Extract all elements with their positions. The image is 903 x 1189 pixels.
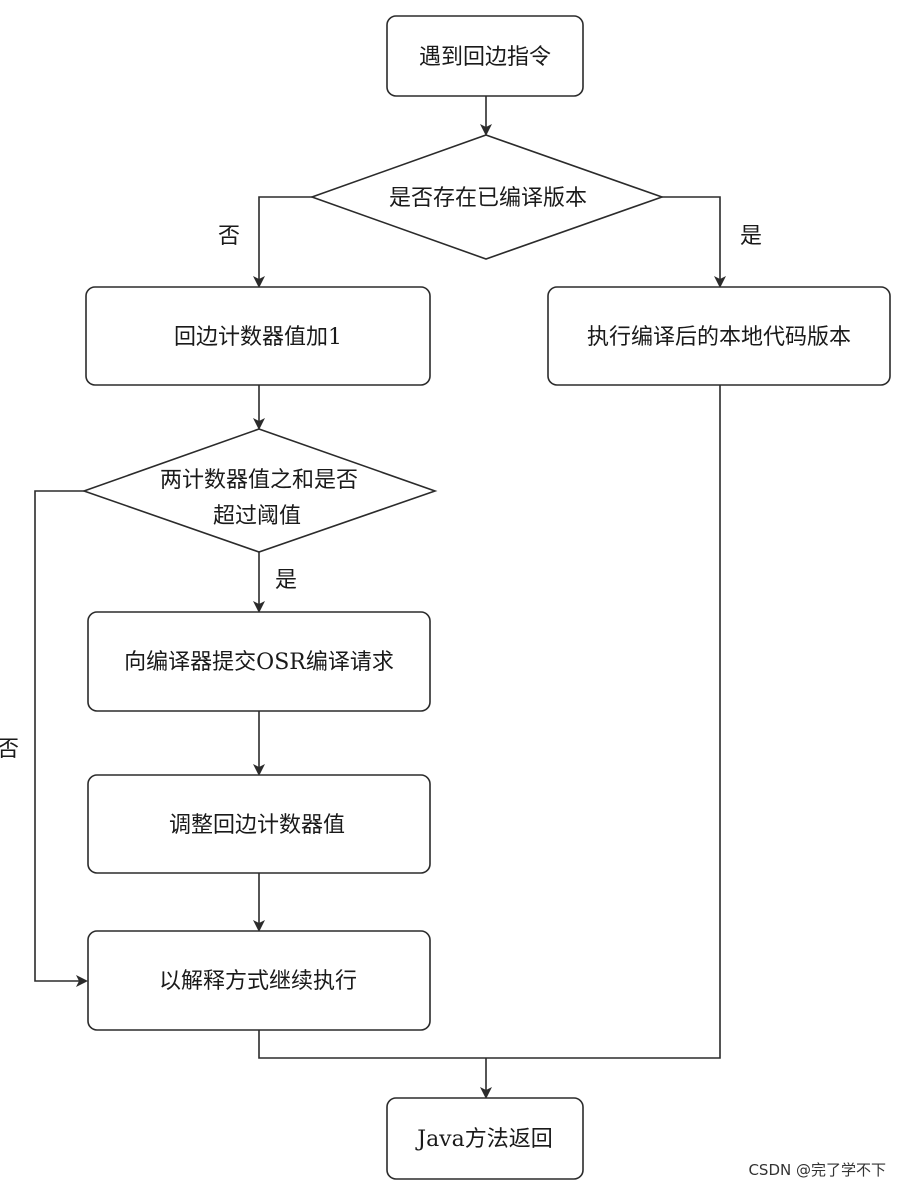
decision-compiled-exists-label: 是否存在已编译版本 bbox=[389, 186, 587, 211]
line-continue-to-merge bbox=[258, 1030, 486, 1059]
arrow-threshold-no-to-continue bbox=[34, 490, 88, 987]
method-return-node: Java方法返回 bbox=[386, 1097, 584, 1180]
decision-threshold-label-line1: 两计数器值之和是否 bbox=[160, 468, 358, 493]
edge-label-compiled-no: 否 bbox=[218, 224, 240, 249]
decision-threshold: 两计数器值之和是否 超过阈值 bbox=[81, 428, 438, 553]
connectors bbox=[34, 96, 726, 1099]
start-node: 遇到回边指令 bbox=[386, 15, 584, 97]
submit-osr-node: 向编译器提交OSR编译请求 bbox=[87, 611, 431, 712]
submit-osr-label: 向编译器提交OSR编译请求 bbox=[124, 650, 394, 675]
adjust-counter-node: 调整回边计数器值 bbox=[87, 774, 431, 874]
execute-native-node: 执行编译后的本地代码版本 bbox=[547, 286, 891, 386]
edge-label-threshold-no: 否 bbox=[0, 737, 19, 762]
decision-compiled-exists: 是否存在已编译版本 bbox=[309, 134, 665, 260]
start-node-label: 遇到回边指令 bbox=[419, 45, 551, 70]
continue-interpret-label: 以解释方式继续执行 bbox=[159, 969, 357, 994]
execute-native-label: 执行编译后的本地代码版本 bbox=[587, 325, 851, 350]
increment-counter-node: 回边计数器值加1 bbox=[85, 286, 431, 386]
edge-label-threshold-yes: 是 bbox=[275, 568, 297, 593]
watermark: CSDN @完了学不下 bbox=[748, 1161, 886, 1179]
continue-interpret-node: 以解释方式继续执行 bbox=[87, 930, 431, 1031]
arrow-check-yes-to-native bbox=[662, 196, 726, 288]
edge-label-compiled-yes: 是 bbox=[740, 224, 762, 249]
arrow-check-no-to-increment bbox=[253, 196, 312, 288]
increment-counter-label: 回边计数器值加1 bbox=[174, 325, 342, 350]
line-native-to-merge bbox=[486, 385, 721, 1059]
adjust-counter-label: 调整回边计数器值 bbox=[169, 813, 345, 838]
method-return-label: Java方法返回 bbox=[415, 1127, 552, 1152]
decision-threshold-label-line2: 超过阈值 bbox=[213, 504, 301, 529]
